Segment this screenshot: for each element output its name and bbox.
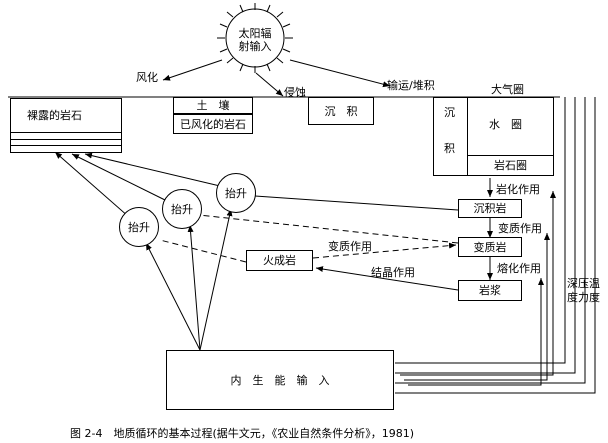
metamorphism-label-mid: 变质作用 [328, 240, 372, 253]
transport-label: 输运/堆积 [387, 79, 435, 92]
metamorphism-label-right: 变质作用 [498, 222, 542, 235]
internal-energy-box: 内 生 能 输 入 [166, 350, 394, 410]
weathering-label: 风化 [136, 71, 158, 84]
internal-energy-label: 内 生 能 输 入 [230, 373, 330, 387]
uplift-circle-3: 抬升 [216, 173, 256, 213]
soil-label: 土 壤 [196, 99, 230, 112]
sun: 太阳辐 射输入 [225, 12, 285, 67]
degree-force-degree-label: 度力度 [567, 291, 600, 304]
exposed-rock-box: 裸露的岩石 [10, 98, 122, 153]
weathered-rock-label: 已风化的岩石 [180, 117, 246, 131]
petrification-label: 岩化作用 [496, 183, 540, 196]
atmosphere-label: 大气圈 [491, 83, 524, 96]
erosion-label: 侵蚀 [284, 86, 306, 99]
figure-caption: 图 2-4 地质循环的基本过程(据牛文元，《农业自然条件分析》，1981) [70, 427, 415, 440]
weathered-rock-box: 已风化的岩石 [173, 114, 253, 134]
lithosphere-label: 岩石圈 [494, 159, 527, 172]
sediment-vertical-1: 沉 [444, 106, 455, 119]
sediment-label: 沉 积 [324, 104, 358, 118]
igneous-rock-label: 火成岩 [263, 254, 296, 267]
magma-box: 岩浆 [458, 280, 522, 301]
igneous-rock-box: 火成岩 [246, 250, 313, 271]
sedimentary-rock-label: 沉积岩 [473, 202, 507, 215]
sedimentary-rock-box: 沉积岩 [458, 199, 522, 218]
hydrosphere-complex: 沉 积 水 圈 岩石圈 [433, 97, 554, 176]
metamorphic-rock-label: 变质岩 [473, 240, 507, 254]
sediment-vertical-2: 积 [444, 142, 455, 155]
soil-box: 土 壤 [173, 97, 253, 114]
magma-label: 岩浆 [479, 284, 501, 297]
uplift-label-1: 抬升 [128, 221, 150, 234]
sun-label-line2: 射输入 [238, 39, 272, 53]
hydrosphere-label: 水 圈 [489, 118, 522, 131]
metamorphic-rock-box: 变质岩 [458, 237, 522, 257]
sun-label-line1: 太阳辐 [238, 26, 272, 40]
exposed-rock-label: 裸露的岩石 [27, 109, 82, 122]
uplift-circle-1: 抬升 [119, 207, 159, 247]
uplift-label-2: 抬升 [171, 203, 193, 216]
crystallization-label: 结晶作用 [371, 266, 415, 279]
sediment-box: 沉 积 [308, 97, 374, 125]
depth-pressure-temp-label: 深压温 [567, 277, 600, 290]
uplift-circle-2: 抬升 [162, 189, 202, 229]
uplift-label-3: 抬升 [225, 187, 247, 200]
melting-label: 熔化作用 [497, 262, 541, 275]
